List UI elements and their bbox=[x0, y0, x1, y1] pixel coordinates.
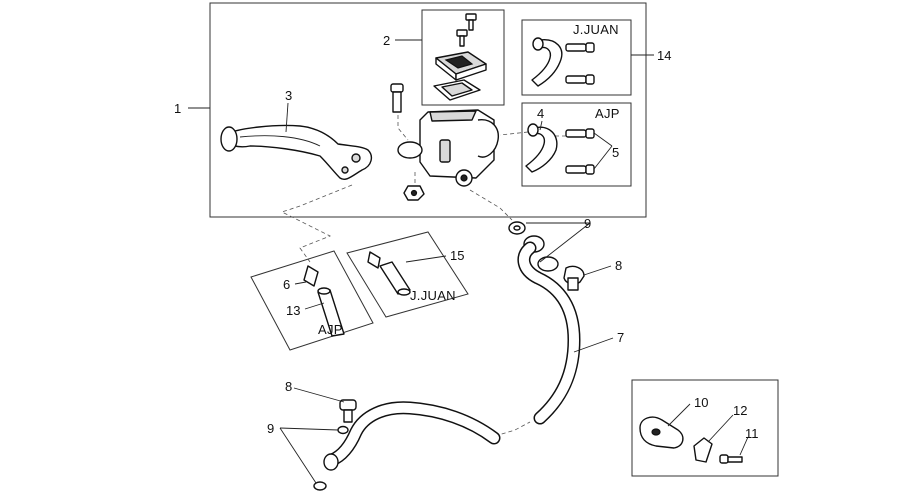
dash-lever-to-switch bbox=[280, 184, 353, 263]
callout-10: 10 bbox=[694, 395, 708, 410]
nut-bottom bbox=[403, 185, 425, 201]
clutch-switch-jjuan bbox=[367, 251, 411, 296]
callout-9-upper: 9 bbox=[584, 216, 591, 231]
brand-label-switch-jjuan: J.JUAN bbox=[410, 288, 456, 303]
assembly-frame-1 bbox=[209, 2, 647, 218]
dash-hose-joint bbox=[494, 421, 531, 437]
banjo-bolt-top bbox=[390, 83, 404, 113]
clamp-jjuan-frame bbox=[521, 19, 632, 96]
callout-8-lower: 8 bbox=[285, 379, 292, 394]
handlebar-clamp-jjuan bbox=[531, 37, 595, 87]
callout-3: 3 bbox=[285, 88, 292, 103]
brand-label-clamp-jjuan: J.JUAN bbox=[573, 22, 619, 37]
clutch-hose bbox=[325, 241, 581, 467]
callout-7: 7 bbox=[617, 330, 624, 345]
clamp-ajp-frame bbox=[521, 102, 632, 187]
callout-8-upper: 8 bbox=[615, 258, 622, 273]
hardware-kit bbox=[639, 416, 743, 464]
callout-15: 15 bbox=[450, 248, 464, 263]
callout-6: 6 bbox=[283, 277, 290, 292]
dash-body-to-hose bbox=[469, 189, 513, 221]
callout-13: 13 bbox=[286, 303, 300, 318]
master-cylinder-body bbox=[397, 109, 499, 187]
switch-jjuan-frame bbox=[346, 231, 469, 318]
reservoir-cap-assembly bbox=[433, 13, 487, 101]
callout-11: 11 bbox=[745, 426, 759, 441]
reservoir-cap-frame bbox=[421, 9, 505, 106]
dash-bolt-to-body bbox=[397, 108, 409, 141]
callout-5: 5 bbox=[612, 145, 619, 160]
callout-9-lower: 9 bbox=[267, 421, 274, 436]
hardware-kit-frame bbox=[631, 379, 779, 477]
callout-4: 4 bbox=[537, 106, 544, 121]
callout-2: 2 bbox=[383, 33, 390, 48]
clutch-switch-ajp bbox=[303, 265, 345, 337]
switch-ajp-frame bbox=[250, 250, 374, 351]
brand-label-switch-ajp: AJP bbox=[318, 322, 343, 337]
callout-14: 14 bbox=[657, 48, 671, 63]
brand-label-clamp-ajp: AJP bbox=[595, 106, 620, 121]
callout-1: 1 bbox=[174, 101, 181, 116]
clutch-lever bbox=[220, 124, 373, 180]
dash-clamp-to-body bbox=[499, 131, 529, 136]
callout-12: 12 bbox=[733, 403, 747, 418]
handlebar-clamp-ajp bbox=[525, 123, 595, 175]
lower-hose-fittings bbox=[313, 399, 357, 491]
